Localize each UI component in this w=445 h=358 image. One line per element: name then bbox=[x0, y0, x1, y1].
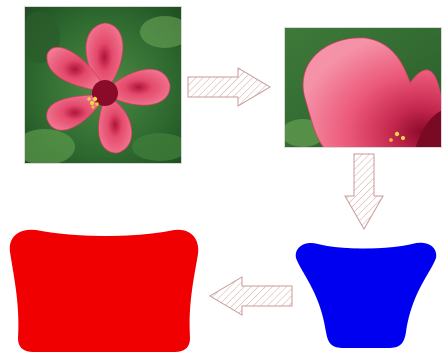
hibiscus-crop-photo bbox=[284, 27, 442, 148]
red-petal-shape bbox=[6, 226, 202, 356]
arrow-right bbox=[186, 66, 274, 108]
blue-petal-shape bbox=[290, 234, 442, 350]
arrow-left bbox=[206, 275, 294, 317]
hibiscus-photo bbox=[24, 6, 182, 164]
hibiscus-flower-image bbox=[25, 7, 182, 164]
arrow-down bbox=[343, 152, 385, 232]
hibiscus-petal-closeup-image bbox=[285, 28, 442, 148]
flower-center bbox=[92, 80, 118, 106]
